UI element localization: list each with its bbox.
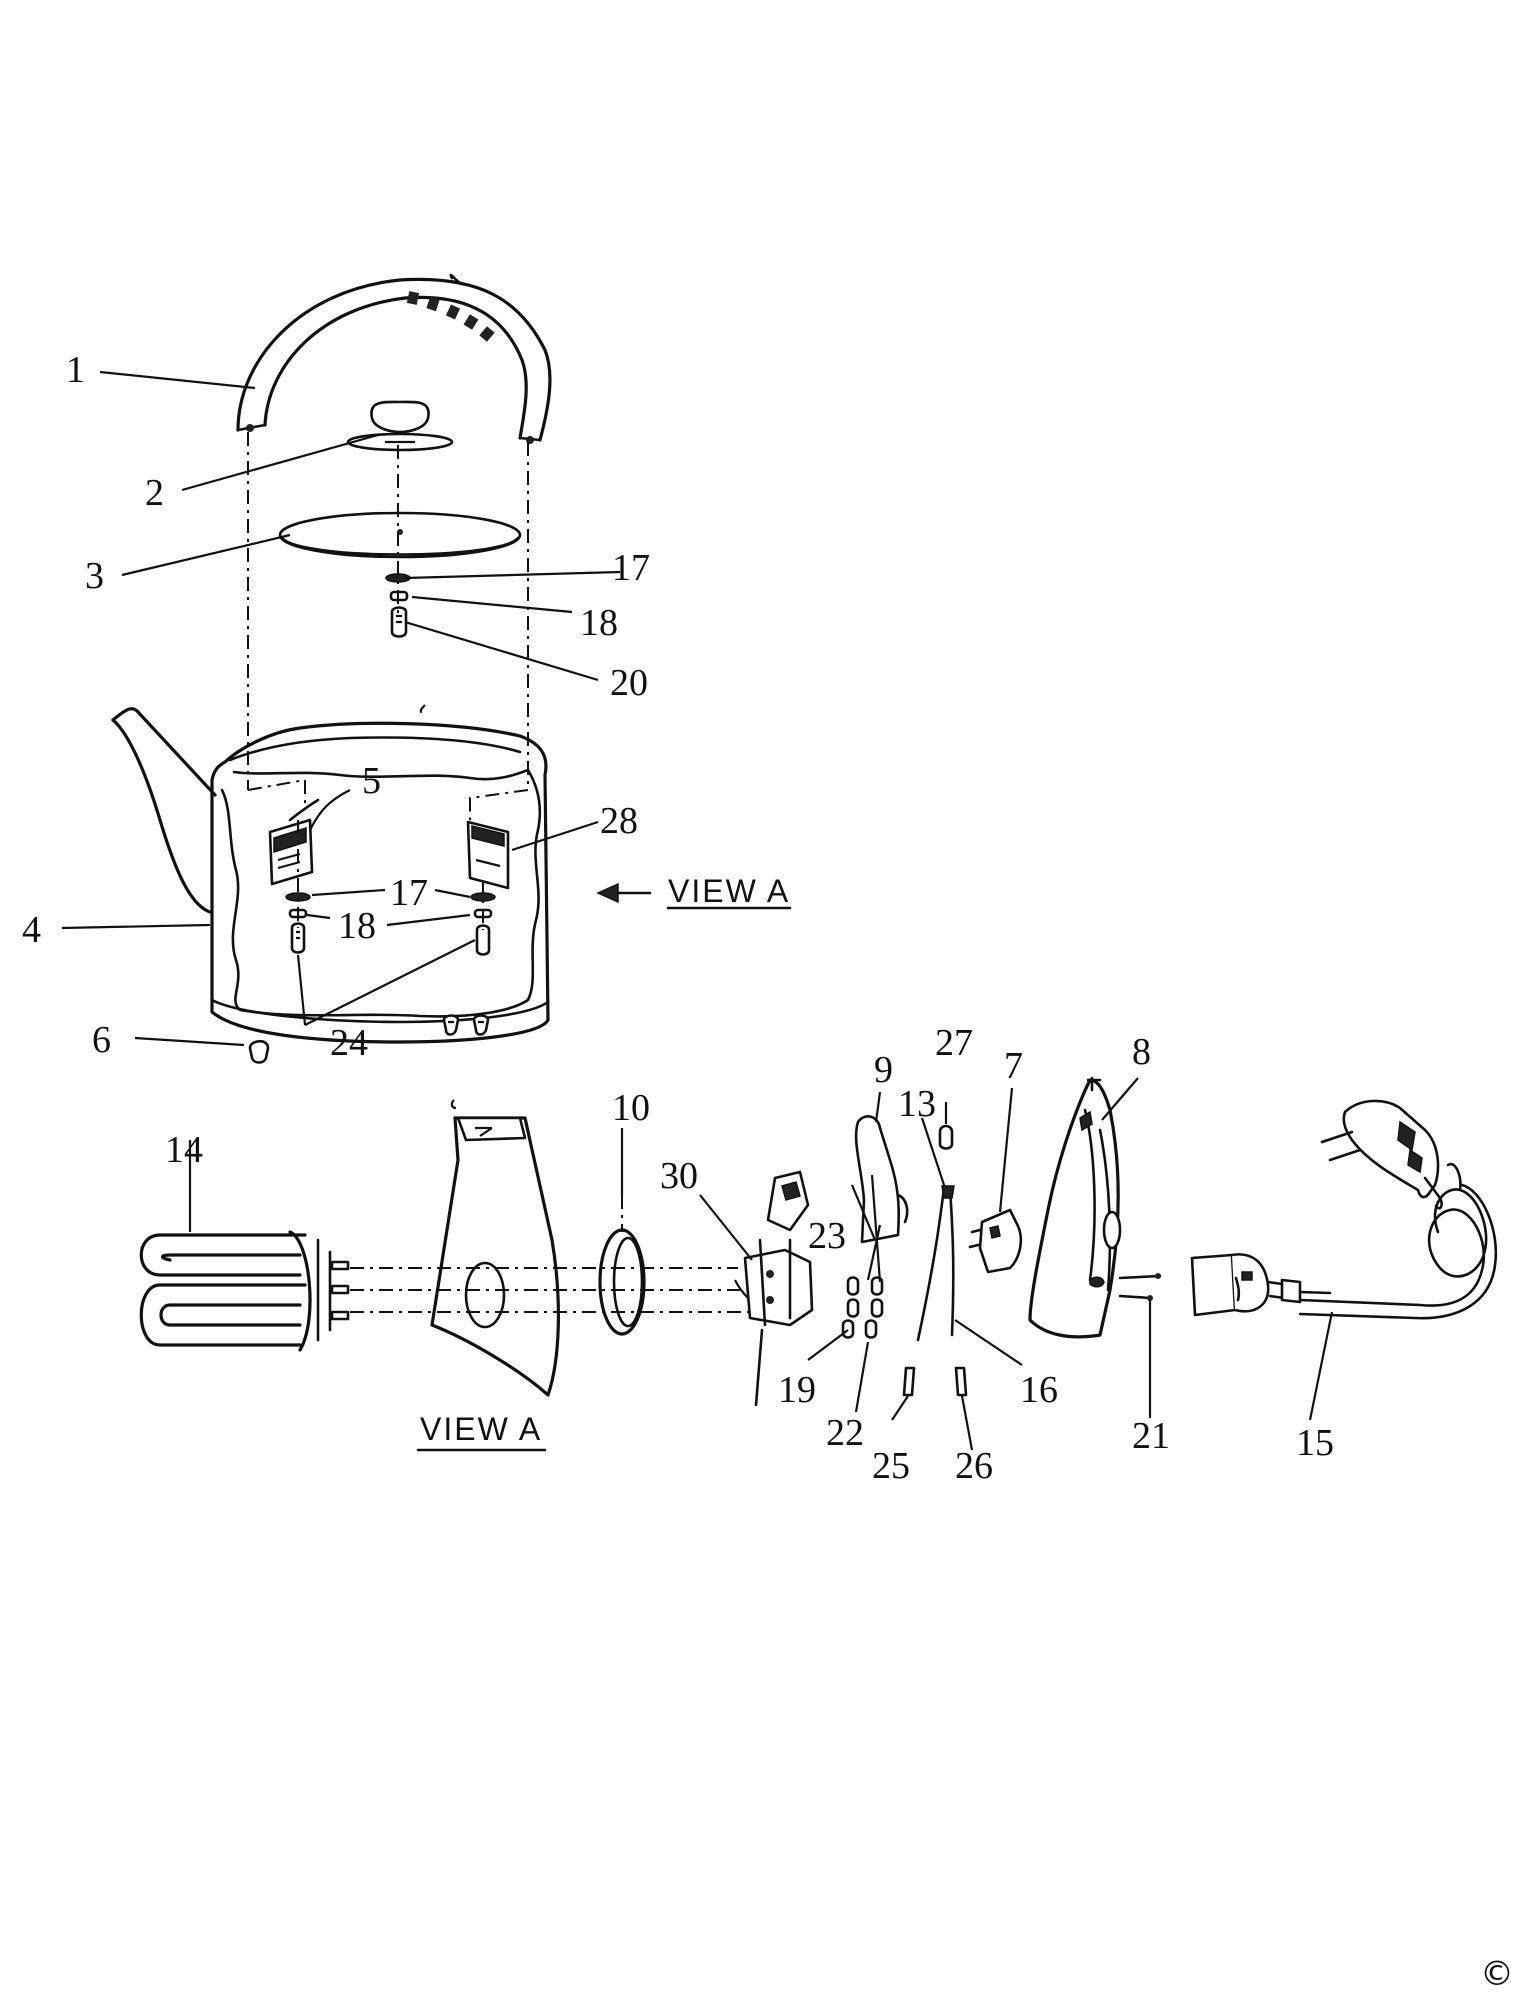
view-a-label-upper: VIEW A	[668, 873, 790, 909]
part-bracket-left	[268, 798, 320, 886]
label-14: 14	[165, 1129, 203, 1171]
label-23: 23	[808, 1215, 846, 1257]
label-17-lower: 17	[390, 872, 428, 914]
label-19: 19	[778, 1369, 816, 1411]
leader-lines	[61, 370, 1334, 1451]
label-30: 30	[660, 1155, 698, 1197]
assembly-lines-upper	[247, 432, 529, 790]
label-16: 16	[1020, 1369, 1058, 1411]
view-a-arrow	[596, 882, 792, 910]
label-22: 22	[826, 1412, 864, 1454]
part-connector-piece	[968, 1208, 1023, 1274]
label-21: 21	[1132, 1415, 1170, 1457]
label-24: 24	[330, 1022, 368, 1064]
label-18-upper: 18	[580, 602, 618, 644]
part-power-cord	[1190, 1099, 1498, 1320]
label-26: 26	[955, 1445, 993, 1487]
label-13: 13	[898, 1083, 936, 1125]
part-small-knob	[938, 1124, 954, 1150]
label-18-lower: 18	[338, 905, 376, 947]
part-heat-plate	[430, 1116, 560, 1397]
label-3: 3	[85, 555, 104, 597]
part-kettle-body	[111, 704, 550, 1044]
label-1: 1	[66, 349, 85, 391]
label-20: 20	[610, 662, 648, 704]
label-15: 15	[1296, 1422, 1334, 1464]
label-8: 8	[1132, 1031, 1151, 1073]
label-28: 28	[600, 800, 638, 842]
part-feet	[248, 1014, 490, 1064]
label-9: 9	[874, 1049, 893, 1091]
label-10: 10	[612, 1087, 650, 1129]
part-lid	[278, 511, 522, 559]
label-25: 25	[872, 1445, 910, 1487]
view-a-label-lower: VIEW A	[420, 1411, 542, 1447]
label-5: 5	[362, 760, 381, 802]
label-17-upper: 17	[612, 547, 650, 589]
part-bracket-right	[466, 820, 510, 890]
part-gasket-ring	[598, 1195, 646, 1336]
part-thermostat	[734, 1170, 814, 1407]
part-wires	[902, 1185, 968, 1397]
label-6: 6	[92, 1019, 111, 1061]
label-27: 27	[935, 1022, 973, 1064]
part-lid-knob	[346, 400, 454, 452]
part-switch-lever	[854, 1115, 909, 1244]
label-7: 7	[1004, 1045, 1023, 1087]
part-small-screws	[841, 1276, 884, 1339]
copyright-symbol: ©	[1480, 1954, 1514, 1994]
part-handle	[236, 273, 552, 444]
assembly-lines-lower	[350, 1267, 750, 1313]
part-body-fasteners-right	[470, 880, 496, 956]
part-base-screws	[1118, 1273, 1162, 1301]
part-labels: 1 2 3 17 18 20 5 28 4 17 18 6 24 9 27 7 …	[22, 349, 1334, 1487]
label-2: 2	[145, 472, 164, 514]
label-4: 4	[22, 909, 41, 951]
part-body-fasteners-left	[285, 820, 311, 954]
part-heating-element	[139, 1230, 350, 1352]
part-base-housing	[1028, 1076, 1122, 1339]
